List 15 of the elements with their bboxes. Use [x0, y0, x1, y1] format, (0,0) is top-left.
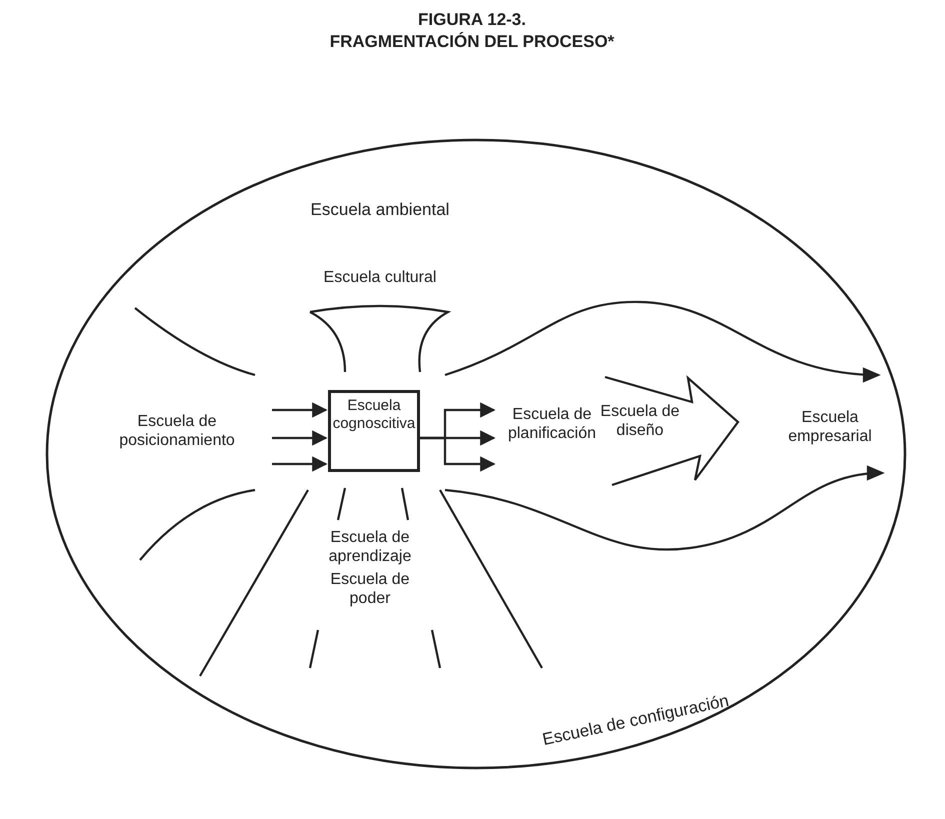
oval-region	[45, 138, 907, 770]
school-label: Escuela de posicionamiento	[92, 412, 262, 450]
school-label: Escuela de aprendizaje	[328, 528, 412, 566]
figure-caption: FRAGMENTACIÓN DEL PROCESO*	[328, 32, 616, 52]
process-box: Escuela cognoscitiva	[328, 390, 420, 472]
region-label: Escuela ambiental	[310, 200, 450, 220]
school-label: Escuela cultural	[322, 268, 438, 288]
arrow	[272, 456, 328, 472]
school-label: Escuela empresarial	[787, 408, 873, 446]
school-label: Escuela de diseño	[600, 402, 680, 440]
school-label: Escuela de poder	[329, 570, 411, 608]
arrow	[420, 436, 496, 472]
figure-title: FIGURA 12-3.	[416, 10, 527, 30]
arrow	[272, 430, 328, 446]
arrow	[272, 402, 328, 418]
